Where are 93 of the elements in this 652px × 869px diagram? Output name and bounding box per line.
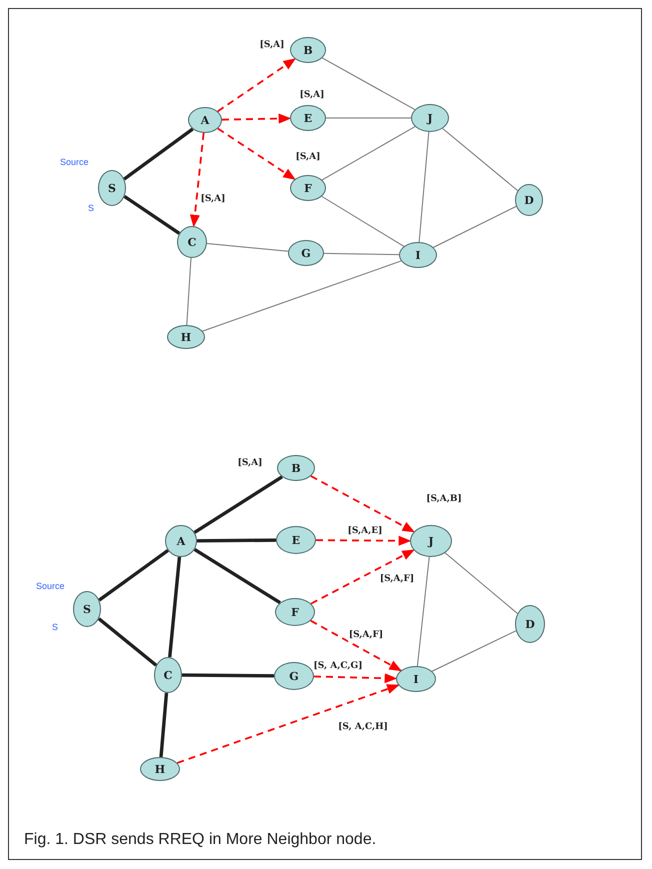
network-node (140, 757, 180, 781)
connector-line (123, 194, 180, 235)
node-label: G (301, 246, 311, 260)
connector-line (324, 252, 400, 256)
node-annotation: Source (36, 581, 65, 591)
node-label: I (413, 672, 419, 686)
node-label: C (164, 668, 172, 682)
connector-line (182, 673, 274, 678)
node-label: J (427, 112, 433, 124)
network-node (177, 226, 207, 258)
connector-line (159, 692, 168, 758)
edge-label: [S,A] (294, 153, 322, 163)
connector-line (310, 475, 415, 533)
node-label: D (524, 194, 534, 206)
edge-label: [S,A] (200, 195, 226, 205)
connector-line (322, 57, 416, 110)
network-node (154, 657, 182, 693)
connector-line (194, 548, 281, 604)
node-label: J (428, 534, 434, 548)
node-label: A (176, 534, 186, 548)
network-node (275, 598, 315, 626)
network-node (515, 184, 543, 216)
network-node (290, 37, 326, 63)
network-node (73, 591, 101, 627)
network-node (399, 242, 437, 268)
network-node (276, 526, 316, 554)
network-node (274, 662, 314, 690)
connector-line (98, 549, 170, 602)
network-node (277, 455, 315, 481)
network-node (98, 170, 126, 206)
network-node (290, 105, 326, 131)
connector-line (98, 617, 158, 667)
connector-line (222, 114, 292, 124)
node-label: C (188, 236, 196, 248)
node-annotation: S (88, 203, 94, 213)
node-label: G (289, 670, 299, 682)
connector-line (321, 196, 404, 247)
node-label: B (291, 462, 301, 474)
edge-label: [S,A,F] (378, 575, 416, 585)
node-label: H (154, 762, 166, 776)
connector-line (416, 556, 430, 667)
connector-line (217, 58, 296, 112)
connector-line (196, 538, 276, 543)
node-label: F (304, 182, 312, 194)
node-label: I (415, 248, 421, 262)
node-label: D (525, 618, 535, 630)
connector-line (186, 257, 192, 326)
figure-caption: Fig. 1. DSR sends RREQ in More Neighbor node. (24, 831, 376, 849)
connector-line (322, 126, 416, 180)
connector-line (176, 684, 400, 764)
connector-line (123, 128, 194, 180)
connector-line (202, 260, 402, 332)
connector-line (432, 206, 517, 248)
network-node (290, 175, 326, 201)
edge-label: [S,A,B] (425, 495, 463, 505)
node-label: F (291, 606, 299, 618)
node-annotation: S (52, 622, 58, 632)
network-node (188, 107, 222, 133)
node-label: H (180, 330, 192, 344)
connector-line (316, 536, 412, 546)
connector-line (310, 549, 415, 604)
connector-line (190, 132, 205, 228)
connector-line (444, 552, 518, 614)
connector-line (206, 242, 289, 252)
connector-line (442, 128, 518, 192)
edge-label: [S, A,C,H] (337, 723, 389, 733)
network-node (411, 104, 449, 132)
network-node (288, 240, 324, 266)
network-node (410, 525, 452, 557)
node-label: S (108, 182, 116, 194)
edge-label: [S,A] (236, 459, 264, 469)
connector-line (168, 556, 182, 658)
network-node (515, 605, 545, 643)
network-node (165, 525, 197, 557)
node-label: A (200, 114, 210, 126)
node-annotation: Source (60, 157, 89, 167)
connector-line (310, 620, 402, 672)
edge-label: [S, A,C,G] (312, 662, 364, 672)
connector-line (314, 673, 398, 684)
node-label: E (304, 112, 312, 124)
node-label: E (292, 534, 300, 546)
edge-label: [S,A] (298, 91, 326, 101)
node-label: B (303, 44, 313, 56)
edge-label: [S,A] (258, 41, 286, 51)
edge-label: [S,A,E] (346, 527, 384, 537)
network-node (167, 325, 205, 349)
network-node (396, 666, 436, 692)
connector-line (418, 131, 430, 243)
edge-label: [S,A,F] (348, 631, 384, 641)
connector-line (194, 475, 283, 534)
node-label: S (83, 602, 91, 616)
connector-line (432, 630, 516, 672)
connector-line (217, 128, 296, 180)
